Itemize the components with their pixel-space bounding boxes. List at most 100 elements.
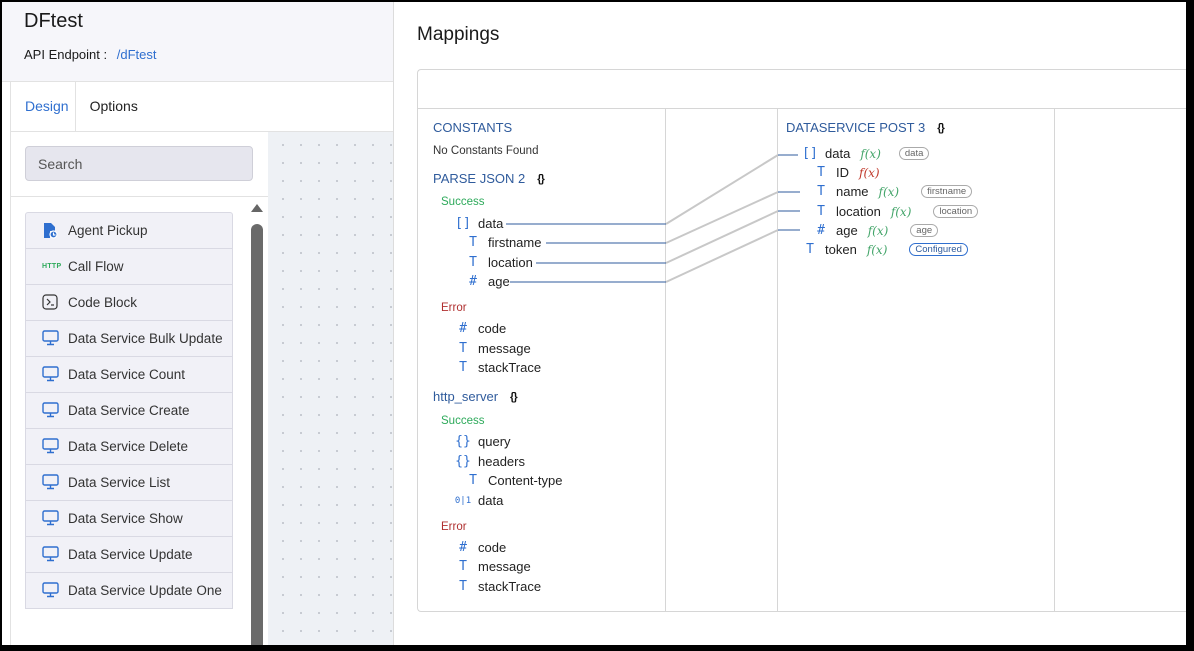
node-data-service-show[interactable]: Data Service Show [25,501,233,537]
mappings-editor: CONSTANTS No Constants Found PARSE JSON … [417,69,1186,612]
node-data-service-count[interactable]: Data Service Count [25,357,233,393]
parse-json-title: PARSE JSON 2 [433,171,526,186]
target-field-name[interactable]: T name f(x) firstname [812,184,973,199]
scroll-thumb[interactable] [251,224,263,645]
wire-data [665,154,779,225]
source-field-headers[interactable]: {}headers [455,454,525,469]
node-label: Agent Pickup [68,223,148,238]
number-type-icon: # [459,321,467,336]
target-field-token[interactable]: T token f(x) Configured [801,242,968,257]
binary-type-icon: 0|1 [454,495,472,506]
column-divider [1054,109,1055,611]
endpoint-label: API Endpoint : [24,47,108,62]
monitor-icon [42,581,68,599]
object-braces-icon: {} [510,390,518,403]
dataservice-title: DATASERVICE POST 3 [786,120,926,135]
node-data-service-list[interactable]: Data Service List [25,465,233,501]
number-type-icon: # [469,274,477,289]
monitor-icon [42,473,68,491]
text-type-icon: T [817,184,825,199]
node-list: Agent Pickup HTTP Call Flow Code Block D… [25,212,233,609]
node-data-service-update-one[interactable]: Data Service Update One [25,573,233,609]
no-constants-text: No Constants Found [433,145,539,157]
flow-canvas[interactable] [268,132,393,645]
agent-icon [42,221,68,239]
monitor-icon [42,545,68,563]
node-label: Call Flow [68,259,124,274]
function-button[interactable]: f(x) [878,184,900,199]
node-data-service-delete[interactable]: Data Service Delete [25,429,233,465]
http-icon: HTTP [42,262,62,270]
text-type-icon: T [469,235,477,250]
function-button[interactable]: f(x) [890,204,912,219]
text-type-icon: T [459,341,467,356]
wire-firstname [665,191,779,244]
http-server-header[interactable]: http_server {} [433,389,518,404]
left-panel: DFtest API Endpoint : /dFtest Design Opt… [2,2,394,645]
source-field-query[interactable]: {}query [455,434,511,449]
node-label: Data Service Count [68,367,186,382]
mapping-tag: location [933,205,979,218]
monitor-icon [42,329,68,347]
array-type-icon: [] [802,146,818,161]
endpoint-link[interactable]: /dFtest [116,47,157,62]
dataservice-header[interactable]: DATASERVICE POST 3 {} [786,120,945,135]
node-data-service-update[interactable]: Data Service Update [25,537,233,573]
scroll-up-arrow-icon[interactable] [251,204,263,212]
tab-design[interactable]: Design [11,81,76,132]
node-code-block[interactable]: Code Block [25,285,233,321]
node-label: Data Service Bulk Update [68,331,223,346]
wire-age [665,229,779,283]
text-type-icon: T [459,360,467,375]
function-button[interactable]: f(x) [867,223,889,238]
source-field-http-code[interactable]: #code [454,540,506,555]
target-field-location[interactable]: T location f(x) location [812,204,979,219]
wire-location [665,210,779,264]
mappings-title: Mappings [417,24,500,45]
monitor-icon [42,365,68,383]
object-type-icon: {} [455,434,471,449]
node-data-service-bulk-update[interactable]: Data Service Bulk Update [25,321,233,357]
monitor-icon [42,437,68,455]
terminal-icon [42,293,68,311]
target-field-age[interactable]: # age f(x) age [812,223,939,238]
object-braces-icon: {} [537,172,545,185]
parse-json-error-label: Error [441,302,467,314]
mapping-tag: firstname [921,185,973,198]
search-input[interactable] [25,146,253,181]
source-field-code[interactable]: #code [454,321,506,336]
flow-title: DFtest [24,10,83,32]
function-button[interactable]: f(x) [859,165,880,180]
source-field-data[interactable]: []data [455,216,504,231]
array-type-icon: [] [455,216,471,231]
object-braces-icon: {} [937,121,945,134]
node-label: Data Service List [68,475,171,490]
source-field-age[interactable]: #age [464,274,510,289]
text-type-icon: T [459,559,467,574]
function-button[interactable]: f(x) [860,146,881,161]
target-field-id[interactable]: T ID f(x) [812,165,880,180]
node-agent-pickup[interactable]: Agent Pickup [25,212,233,249]
function-button[interactable]: f(x) [866,242,888,257]
constants-header: CONSTANTS [433,120,513,135]
tab-options[interactable]: Options [89,97,138,114]
node-list-scrollbar[interactable] [251,204,263,645]
http-server-success-label: Success [441,415,485,427]
column-divider [777,109,778,611]
parse-json-header[interactable]: PARSE JSON 2 {} [433,171,545,186]
target-field-data[interactable]: [] data f(x) data [801,146,930,161]
text-type-icon: T [817,165,825,180]
text-type-icon: T [459,579,467,594]
node-data-service-create[interactable]: Data Service Create [25,393,233,429]
node-call-flow[interactable]: HTTP Call Flow [25,249,233,285]
design-tabs: Design Options [10,81,393,132]
mappings-toolbar [418,70,1186,109]
